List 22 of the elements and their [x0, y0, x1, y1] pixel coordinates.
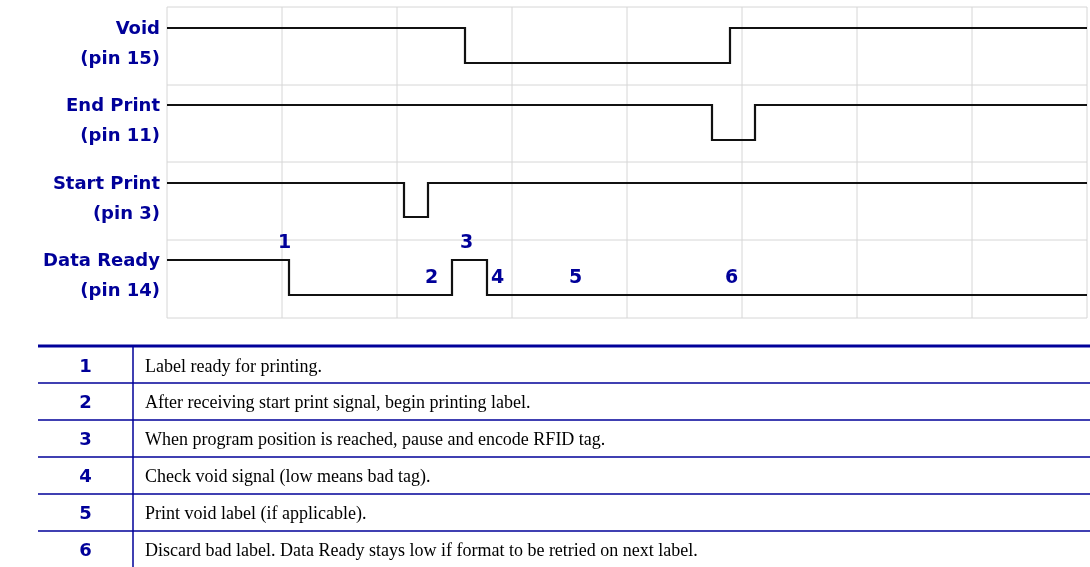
callout-number: 4 — [491, 265, 505, 287]
step-number: 6 — [78, 539, 93, 561]
callout-number: 2 — [425, 265, 439, 287]
step-description: Label ready for printing. — [145, 355, 322, 377]
step-number: 2 — [78, 391, 93, 413]
step-number: 4 — [78, 465, 93, 487]
step-description: Check void signal (low means bad tag). — [145, 465, 431, 487]
callout-number: 5 — [569, 265, 583, 287]
callout-number: 1 — [278, 230, 292, 252]
callout-number: 3 — [460, 230, 474, 252]
step-description: Discard bad label. Data Ready stays low if format to be retried on next label. — [145, 539, 698, 561]
step-number: 5 — [78, 502, 93, 524]
signal-name: Void (pin 15) — [79, 16, 160, 70]
step-description: Print void label (if applicable). — [145, 502, 367, 524]
step-description: When program position is reached, pause and encode RFID tag. — [145, 428, 606, 450]
callout-number: 6 — [725, 265, 739, 287]
signal-name: Data Ready (pin 14) — [42, 248, 160, 302]
step-number: 3 — [78, 428, 93, 450]
step-number: 1 — [78, 355, 93, 377]
signal-name: Start Print (pin 3) — [51, 171, 160, 225]
step-description: After receiving start print signal, begin printing label. — [145, 391, 531, 413]
signal-name: End Print (pin 11) — [65, 93, 160, 147]
